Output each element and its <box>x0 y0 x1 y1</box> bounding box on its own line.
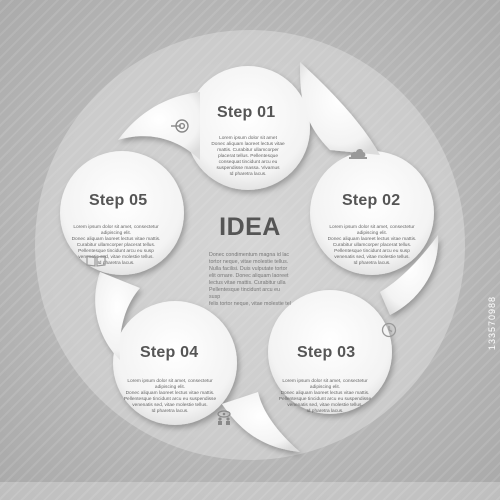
target-arrow-icon <box>171 119 189 133</box>
petal-step-02 <box>300 62 434 275</box>
clock-icon <box>381 322 397 338</box>
step-02-body: Lorem ipsum dolor sit amet, consectetur … <box>327 225 417 266</box>
people-eye-icon <box>217 410 231 425</box>
petal-step-03 <box>268 235 439 414</box>
step-05-body: Lorem ipsum dolor sit amet, consectetur … <box>71 225 161 266</box>
open-book-icon <box>86 255 106 267</box>
step-02-title: Step 02 <box>342 192 401 209</box>
petal-step-05 <box>60 151 184 360</box>
petal-step-01 <box>118 66 310 190</box>
step-03-title: Step 03 <box>297 344 356 361</box>
step-04-body: Lorem ipsum dolor sit amet, consectetur … <box>123 379 217 414</box>
watermark-strip <box>0 482 500 500</box>
cloud-hat-icon <box>349 149 367 159</box>
petal-step-04 <box>113 301 300 452</box>
step-04-title: Step 04 <box>140 344 199 361</box>
center-body: Donec condimentum magna id lac tortor ne… <box>209 252 291 307</box>
step-01-title: Step 01 <box>217 104 276 121</box>
watermark-id: 133570988 <box>487 295 497 350</box>
step-01-body: Lorem ipsum dolor sit amet Donec aliquam… <box>211 136 285 177</box>
step-05-title: Step 05 <box>89 192 148 209</box>
center-title: IDEA <box>219 213 281 241</box>
petals-group <box>60 62 439 452</box>
step-03-body: Lorem ipsum dolor sit amet, consectetur … <box>278 379 372 414</box>
